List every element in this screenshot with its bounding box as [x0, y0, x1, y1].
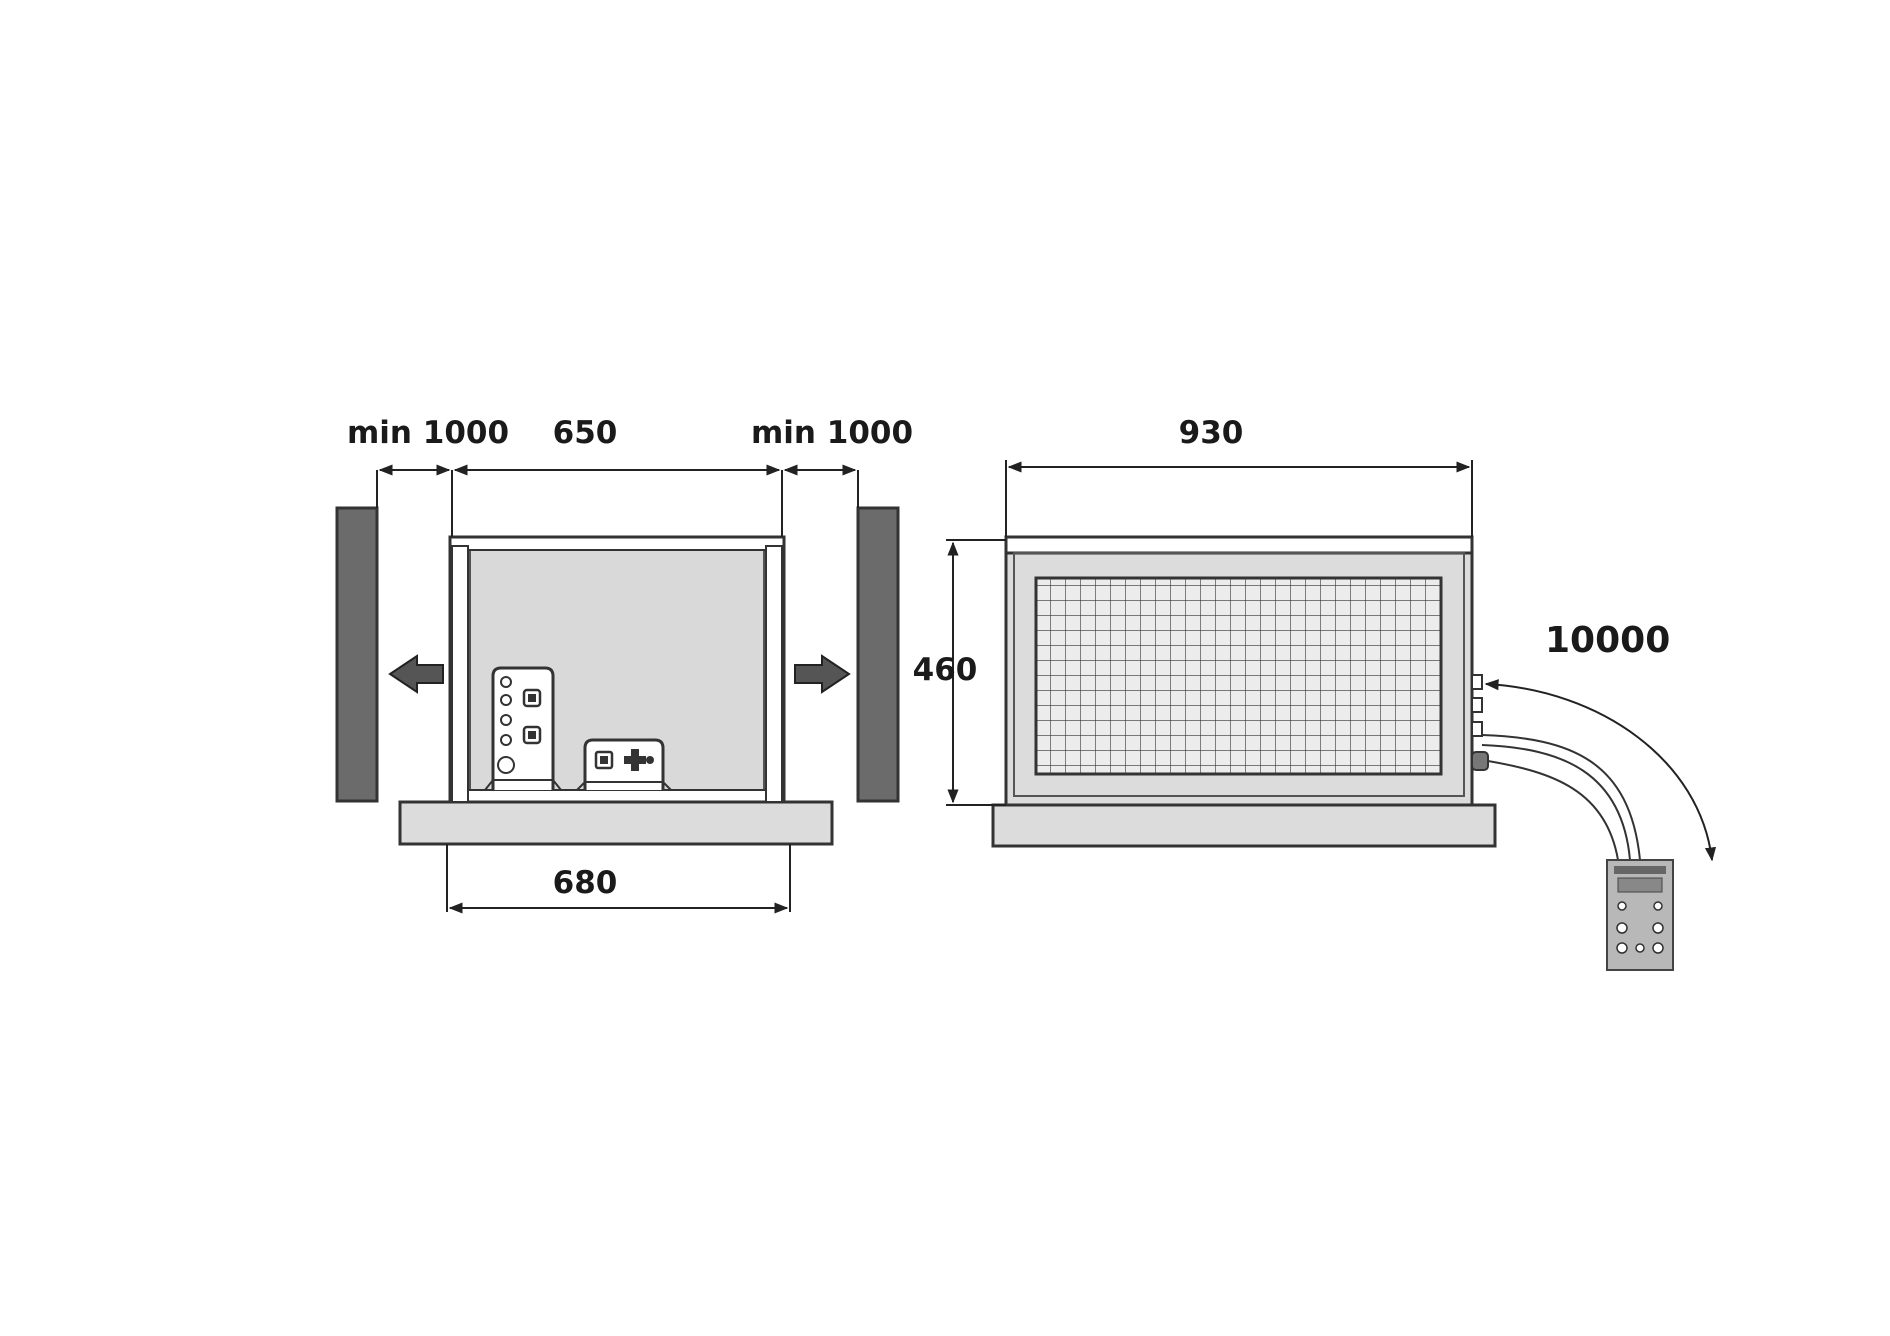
right-wall: [856, 506, 900, 803]
airflow-in-arrow-icon: [794, 654, 851, 694]
side-top-lid: [1004, 535, 1474, 555]
pipe-connectors: [1471, 674, 1489, 771]
front-base: [398, 800, 834, 846]
left-wall: [335, 506, 379, 803]
side-base: [991, 803, 1497, 848]
side-height-label: 460: [913, 652, 978, 688]
compressor-bracket: [576, 738, 672, 791]
left-post: [451, 545, 469, 803]
remote-control-panel: [1606, 859, 1674, 971]
front-width-label: 650: [553, 415, 618, 451]
control-bracket: [484, 666, 562, 791]
airflow-out-arrow-icon: [388, 654, 444, 694]
side-length-label: 930: [1179, 415, 1244, 451]
right-post: [765, 545, 783, 803]
side-view: 930 460 10000: [913, 415, 1717, 971]
base-width-label: 680: [553, 865, 618, 901]
clearance-left-label: min 1000: [347, 415, 509, 451]
clearance-right-label: min 1000: [751, 415, 913, 451]
front-view: min 1000 650 min 1000 680: [335, 415, 913, 914]
cable-length-label: 10000: [1545, 620, 1670, 661]
condenser-grille: [1034, 576, 1443, 776]
